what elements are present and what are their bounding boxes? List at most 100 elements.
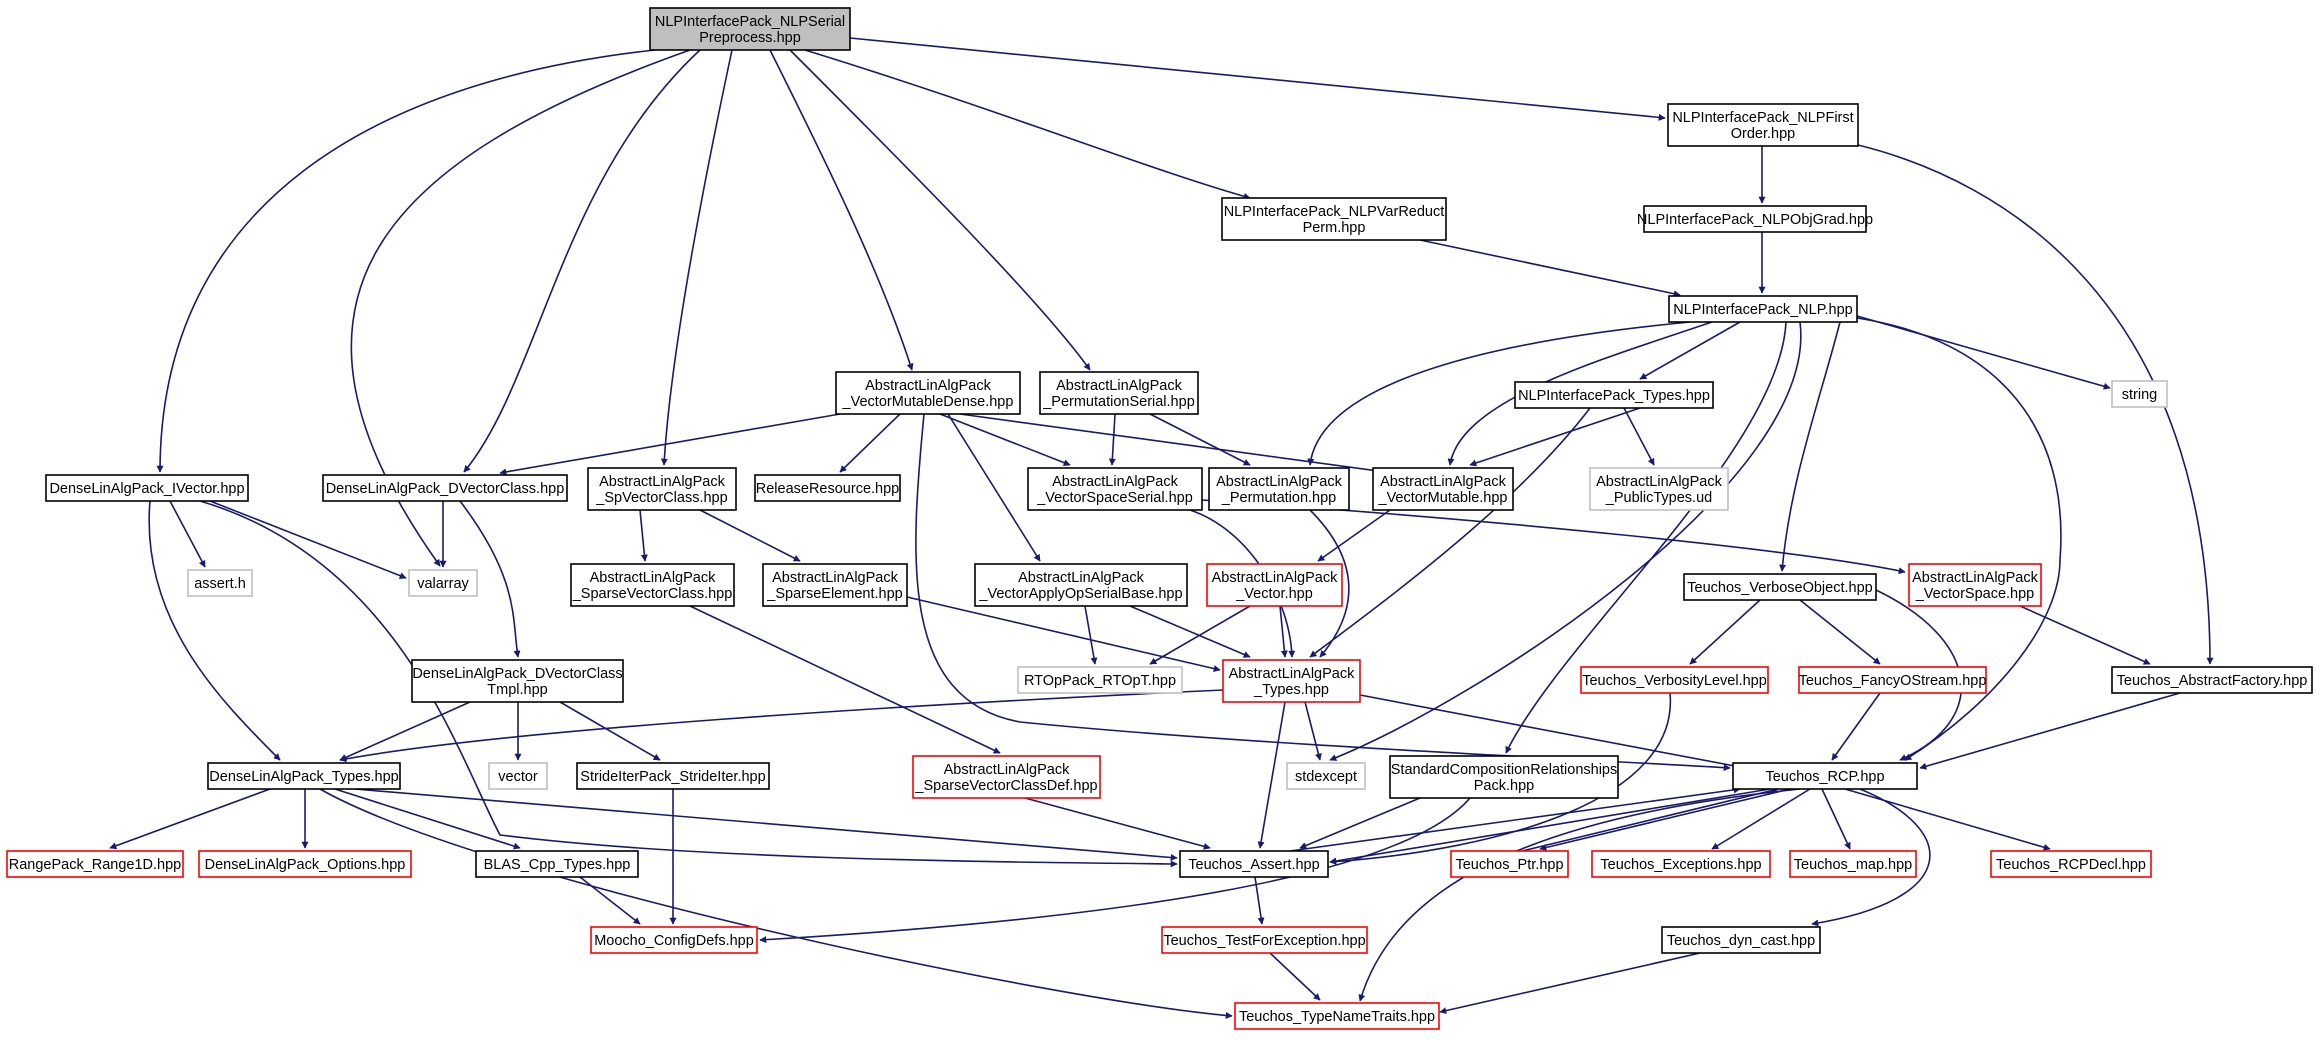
node-perm[interactable]: AbstractLinAlgPack_Permutation.hpp	[1208, 467, 1350, 511]
node-string[interactable]: string	[2111, 380, 2168, 408]
node-verblvl[interactable]: Teuchos_VerbosityLevel.hpp	[1580, 666, 1769, 694]
node-rtop[interactable]: RTOpPack_RTOpT.hpp	[1017, 666, 1183, 694]
node-permser[interactable]: AbstractLinAlgPack_PermutationSerial.hpp	[1039, 371, 1199, 415]
node-box	[1668, 295, 1858, 323]
edge-line	[579, 876, 641, 925]
node-box	[1161, 926, 1368, 954]
node-dlopts[interactable]: DenseLinAlgPack_Options.hpp	[198, 850, 412, 878]
node-label: AbstractLinAlgPack	[772, 570, 898, 586]
node-valarray[interactable]: valarray	[408, 569, 478, 597]
node-box	[762, 563, 908, 607]
node-exc[interactable]: Teuchos_Exceptions.hpp	[1591, 850, 1771, 878]
node-label: NLPInterfacePack_NLPObjGrad.hpp	[1637, 212, 1873, 228]
node-box	[1222, 659, 1361, 703]
edge-vmd-vmut	[959, 413, 1401, 477]
node-label: ReleaseResource.hpp	[756, 481, 899, 497]
edge-line	[1108, 413, 1116, 466]
node-label: DenseLinAlgPack_Types.hpp	[209, 769, 398, 785]
edge-nlptypes-vmut	[1469, 407, 1641, 467]
node-label: _SparseElement.hpp	[766, 586, 902, 602]
edge-sparsevec-svcdef	[689, 605, 1001, 754]
node-testexc[interactable]: Teuchos_TestForException.hpp	[1161, 926, 1368, 954]
edge-line	[1269, 952, 1321, 1001]
edge-root-vmd	[769, 49, 914, 371]
node-vmut[interactable]: AbstractLinAlgPack_VectorMutable.hpp	[1372, 467, 1514, 511]
node-altypes[interactable]: AbstractLinAlgPack_Types.hpp	[1222, 659, 1361, 703]
edge-line	[1831, 692, 1881, 761]
node-vss[interactable]: AbstractLinAlgPack_VectorSpaceSerial.hpp	[1027, 467, 1203, 511]
node-box	[1667, 103, 1859, 147]
node-vmd[interactable]: AbstractLinAlgPack_VectorMutableDense.hp…	[835, 371, 1021, 415]
node-typename[interactable]: Teuchos_TypeNameTraits.hpp	[1234, 1002, 1440, 1030]
node-box	[570, 563, 735, 607]
node-nlptypes[interactable]: NLPInterfacePack_Types.hpp	[1514, 381, 1714, 409]
node-label: Teuchos_Exceptions.hpp	[1600, 857, 1761, 873]
edge-sparseel-altypes	[906, 596, 1221, 672]
edge-nlptypes-altypes	[1309, 407, 1591, 658]
edge-vmd-relres	[839, 413, 901, 473]
node-vspace[interactable]: AbstractLinAlgPack_VectorSpace.hpp	[1908, 563, 2042, 607]
node-nlpobj[interactable]: NLPInterfacePack_NLPObjGrad.hpp	[1637, 205, 1873, 233]
node-box	[754, 474, 901, 502]
edge-root-nlpvar	[804, 49, 1251, 200]
node-svcdef[interactable]: AbstractLinAlgPack_SparseVectorClassDef.…	[912, 755, 1101, 799]
node-sparsevec[interactable]: AbstractLinAlgPack_SparseVectorClass.hpp	[570, 563, 735, 607]
node-label: DenseLinAlgPack_DVectorClass	[412, 666, 622, 682]
node-box	[411, 659, 624, 703]
node-sparseel[interactable]: AbstractLinAlgPack_SparseElement.hpp	[762, 563, 908, 607]
edge-dvtmpl-dltypes	[339, 701, 471, 761]
node-label: AbstractLinAlgPack	[944, 762, 1070, 778]
node-dyncast[interactable]: Teuchos_dyn_cast.hpp	[1661, 926, 1821, 954]
node-label: _VectorSpace.hpp	[1915, 586, 2035, 602]
node-dvector[interactable]: DenseLinAlgPack_DVectorClass.hpp	[322, 474, 568, 502]
node-asserth[interactable]: assert.h	[187, 569, 253, 597]
node-vaos[interactable]: AbstractLinAlgPack_VectorApplyOpSerialBa…	[974, 563, 1188, 607]
node-absfact[interactable]: Teuchos_AbstractFactory.hpp	[2111, 666, 2313, 694]
edge-line	[1521, 787, 1779, 852]
node-box	[2111, 666, 2313, 694]
node-assert[interactable]: Teuchos_Assert.hpp	[1179, 850, 1329, 878]
edge-dltypes-assert	[354, 788, 1178, 861]
node-rcpdecl[interactable]: Teuchos_RCPDecl.hpp	[1990, 850, 2152, 878]
edge-line	[1856, 315, 2111, 390]
edge-line	[1779, 321, 1841, 572]
node-ptr[interactable]: Teuchos_Ptr.hpp	[1450, 850, 1569, 878]
node-label: _PermutationSerial.hpp	[1042, 394, 1195, 410]
node-relres[interactable]: ReleaseResource.hpp	[754, 474, 901, 502]
node-box	[322, 474, 568, 502]
edge-line	[849, 37, 1666, 121]
node-fancy[interactable]: Teuchos_FancyOStream.hpp	[1798, 666, 1987, 694]
edge-line	[804, 49, 1251, 200]
node-stdexcept[interactable]: stdexcept	[1286, 762, 1366, 790]
node-pubtypes[interactable]: AbstractLinAlgPack_PublicTypes.ud	[1589, 467, 1729, 511]
node-label: Teuchos_Assert.hpp	[1188, 857, 1319, 873]
edge-line	[156, 49, 656, 473]
node-range[interactable]: RangePack_Range1D.hpp	[6, 850, 184, 878]
node-nlp[interactable]: NLPInterfacePack_NLP.hpp	[1668, 295, 1858, 323]
node-label: BLAS_Cpp_Types.hpp	[484, 857, 631, 873]
edge-line	[639, 509, 648, 562]
node-ivector[interactable]: DenseLinAlgPack_IVector.hpp	[45, 474, 249, 502]
node-stride[interactable]: StrideIterPack_StrideIter.hpp	[576, 762, 770, 790]
node-label: valarray	[417, 576, 469, 592]
node-box	[1990, 850, 2152, 878]
edge-line	[1289, 786, 1741, 852]
edge-line	[169, 500, 206, 568]
node-vector[interactable]: AbstractLinAlgPack_Vector.hpp	[1206, 563, 1343, 607]
node-label: AbstractLinAlgPack	[1229, 666, 1355, 682]
node-dltypes[interactable]: DenseLinAlgPack_Types.hpp	[207, 762, 401, 790]
node-moocho[interactable]: Moocho_ConfigDefs.hpp	[590, 926, 758, 954]
node-map[interactable]: Teuchos_map.hpp	[1789, 850, 1917, 878]
node-spvec[interactable]: AbstractLinAlgPack_SpVectorClass.hpp	[587, 467, 737, 511]
node-vectorstd[interactable]: vector	[488, 762, 548, 790]
node-verbose[interactable]: Teuchos_VerboseObject.hpp	[1683, 573, 1877, 601]
edge-line	[1539, 788, 1791, 851]
node-label: DenseLinAlgPack_DVectorClass.hpp	[326, 481, 565, 497]
node-rcp[interactable]: Teuchos_RCP.hpp	[1732, 762, 1918, 790]
node-blas[interactable]: BLAS_Cpp_Types.hpp	[475, 850, 639, 878]
